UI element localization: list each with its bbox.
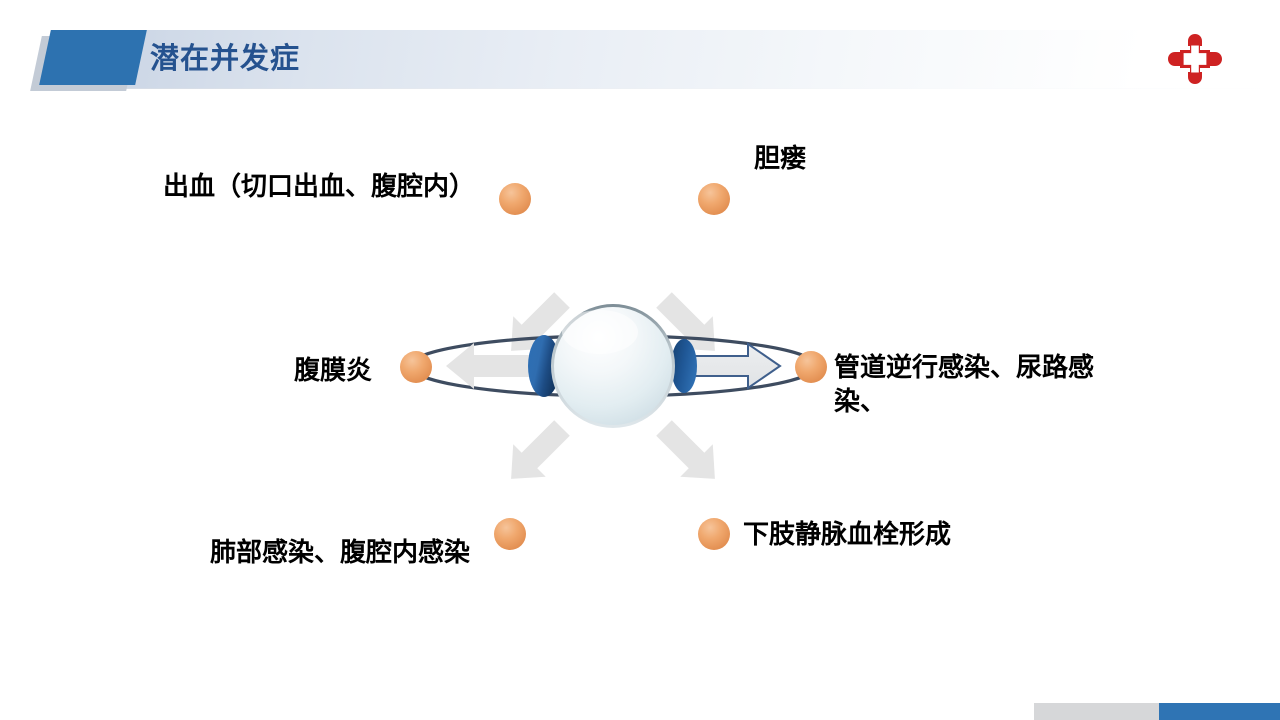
node-dot-dvt[interactable] (698, 518, 730, 550)
central-sphere (551, 304, 675, 428)
label-bleeding: 出血（切口出血、腹腔内） (163, 172, 476, 201)
node-dot-bleeding[interactable] (499, 183, 531, 215)
footer-accent-blue (1159, 703, 1280, 720)
label-dvt: 下肢静脉血栓形成 (743, 520, 952, 549)
node-dot-catheter-infection[interactable] (795, 351, 827, 383)
right-flow-arrow (682, 342, 782, 390)
header-accent-shape (39, 30, 147, 85)
node-dot-lung-infection[interactable] (494, 518, 526, 550)
ring-bead-left (528, 335, 560, 397)
left-flow-arrow (446, 343, 544, 389)
label-lung-abdominal-infection: 肺部感染、腹腔内感染 (210, 538, 471, 567)
orbit-ring (408, 334, 818, 398)
label-peritonitis: 腹膜炎 (294, 356, 373, 385)
page-title: 潜在并发症 (150, 43, 301, 75)
header-band (90, 30, 1280, 88)
footer-accent-gray (1034, 703, 1159, 720)
node-dots (400, 183, 827, 550)
label-bile-leak: 胆瘘 (754, 144, 807, 173)
red-medical-cross-logo-icon (1168, 34, 1222, 84)
ring-bead-right (671, 339, 697, 393)
node-dot-bile-leak[interactable] (698, 183, 730, 215)
radiating-arrows (511, 292, 715, 479)
node-dot-peritonitis[interactable] (400, 351, 432, 383)
label-catheter-infection: 管道逆行感染、尿路感 染、 (834, 353, 1095, 416)
